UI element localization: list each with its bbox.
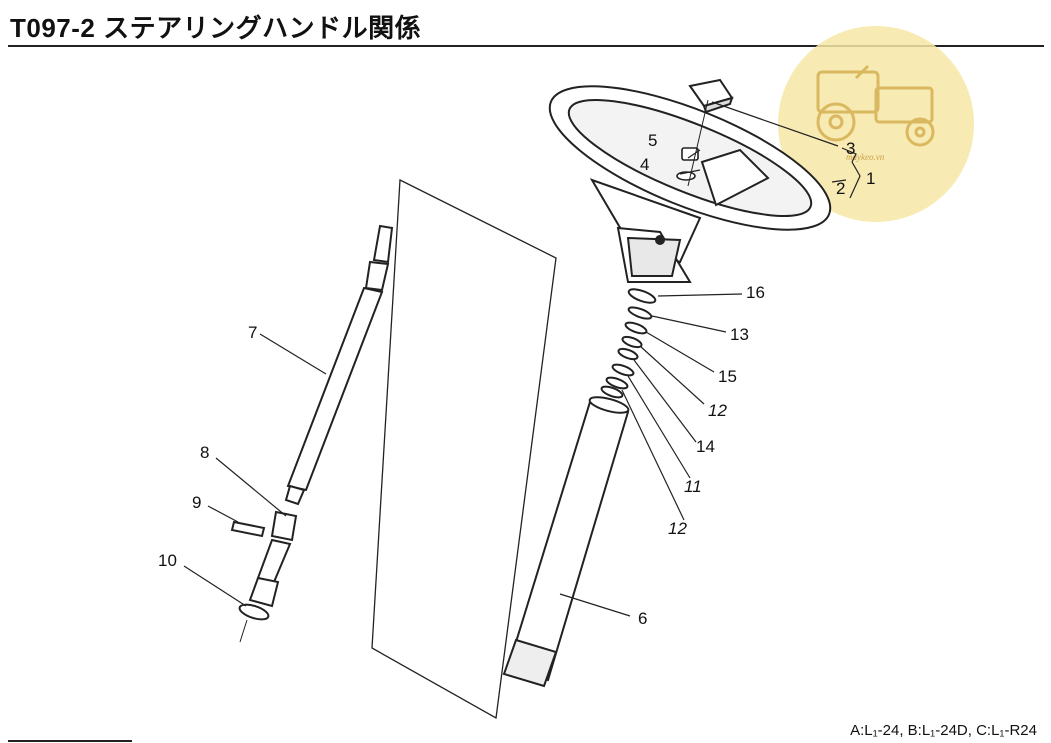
callout-2: 2 bbox=[836, 179, 845, 198]
callout-1: 1 bbox=[866, 169, 875, 188]
callout-10: 10 bbox=[158, 551, 177, 570]
model-footnote: A:L₁-24, B:L₁-24D, C:L₁-R24 bbox=[850, 722, 1037, 739]
column-tube bbox=[502, 396, 630, 688]
callout-labels: 1 2 3 4 5 6 7 8 9 10 11 12 12 13 14 15 1… bbox=[158, 131, 875, 628]
watermark-text: maykeo.vn bbox=[846, 152, 885, 162]
leader-lines bbox=[183, 101, 861, 617]
callout-16: 16 bbox=[746, 283, 765, 302]
horn-cap bbox=[688, 78, 734, 114]
page-title: T097-2 ステアリングハンドル関係 bbox=[10, 13, 422, 43]
bearing-stack bbox=[600, 288, 657, 399]
callout-15: 15 bbox=[718, 367, 737, 386]
shaft-axis-line bbox=[239, 619, 248, 643]
callout-14: 14 bbox=[696, 437, 715, 456]
callout-8: 8 bbox=[200, 443, 209, 462]
tractor-icon bbox=[816, 64, 935, 147]
callout-3: 3 bbox=[846, 139, 855, 158]
exploded-group-outline bbox=[371, 178, 557, 720]
callout-13: 13 bbox=[730, 325, 749, 344]
callout-12-upper: 12 bbox=[708, 401, 727, 420]
universal-joint bbox=[230, 510, 298, 621]
callout-4: 4 bbox=[640, 155, 649, 174]
callout-7: 7 bbox=[248, 323, 257, 342]
steering-shaft bbox=[284, 224, 394, 506]
callout-5: 5 bbox=[648, 131, 657, 150]
callout-11: 11 bbox=[684, 477, 702, 496]
callout-6: 6 bbox=[638, 609, 647, 628]
title-underline bbox=[8, 45, 1044, 47]
callout-9: 9 bbox=[192, 493, 201, 512]
footer-rule bbox=[8, 740, 132, 742]
watermark-logo: maykeo.vn bbox=[778, 26, 974, 222]
callout-12-lower: 12 bbox=[668, 519, 687, 538]
